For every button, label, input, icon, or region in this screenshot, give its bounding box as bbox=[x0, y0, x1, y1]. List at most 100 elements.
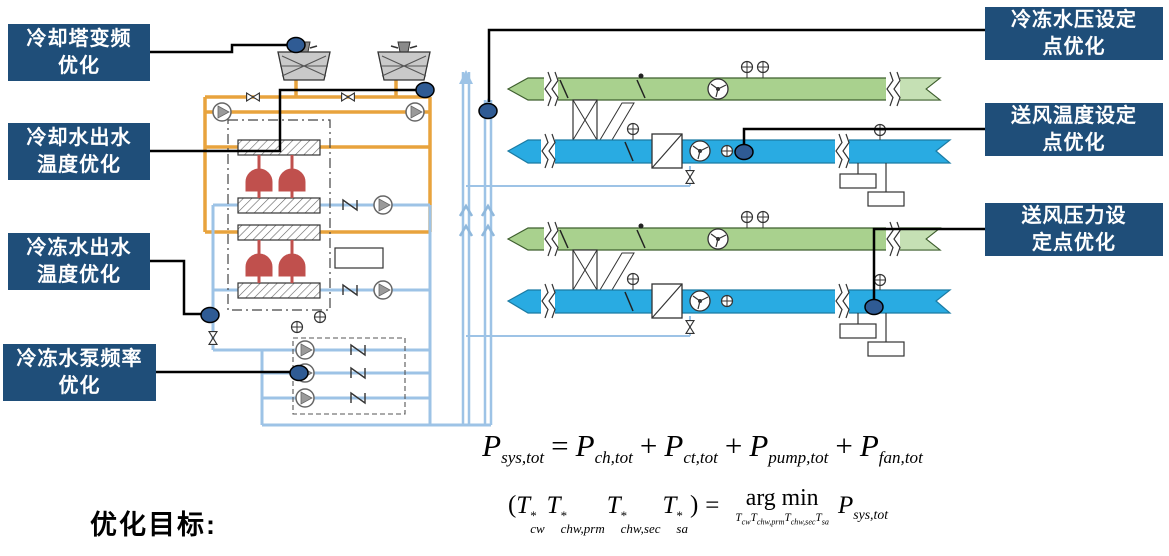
formula-var: T bbox=[662, 491, 677, 519]
formula-var: P bbox=[749, 428, 769, 463]
formula-term: Psys,tot bbox=[482, 428, 544, 467]
formula-operator: + bbox=[724, 428, 743, 463]
callout-dot bbox=[200, 306, 220, 324]
callout-line bbox=[487, 28, 985, 102]
chilled-water-risers bbox=[458, 70, 496, 425]
label-text: 送风压力设 bbox=[1021, 205, 1127, 228]
label-text: 冷冻水压设定 bbox=[1011, 9, 1137, 32]
formula-var: P bbox=[482, 428, 502, 463]
label-text: 点优化 bbox=[1042, 35, 1106, 58]
callout-line bbox=[872, 227, 985, 299]
label-text: 冷冻水泵频率 bbox=[16, 348, 143, 371]
sensor-icon bbox=[290, 320, 304, 334]
label-text: 优化 bbox=[58, 374, 101, 397]
formula-var: P bbox=[837, 491, 854, 519]
formula-sub: cw bbox=[530, 521, 545, 537]
callout-dot bbox=[289, 364, 309, 382]
label-text: 冷冻水出水 bbox=[26, 237, 132, 260]
formula-var: T bbox=[815, 511, 822, 524]
condenser-pump-icon bbox=[405, 102, 425, 122]
chiller-boundary bbox=[227, 119, 331, 311]
condenser-pump-icon bbox=[212, 102, 232, 122]
formula-term: Pct,tot bbox=[664, 428, 717, 467]
label-supply-air-pressure-setpoint-optimization: 送风压力设 定点优化 bbox=[985, 203, 1163, 256]
riser-arrowhead bbox=[459, 70, 473, 84]
formula-sub: cw bbox=[741, 517, 751, 526]
formula-var: T bbox=[546, 491, 561, 519]
secondary-pump-icon bbox=[295, 388, 315, 408]
formula-term: Pch,tot bbox=[576, 428, 633, 467]
label-text: 冷却塔变频 bbox=[26, 28, 132, 51]
condenser-water-loop bbox=[203, 80, 432, 234]
formula-sub: sys,tot bbox=[853, 506, 889, 522]
objective-label: 优化目标: bbox=[90, 510, 217, 540]
primary-pump-icon bbox=[373, 195, 393, 215]
formula-sub: chw,sec bbox=[790, 517, 816, 526]
compressor bbox=[245, 155, 306, 283]
formula-sub: sa bbox=[821, 517, 829, 526]
formula-term: T*chw,prm bbox=[546, 491, 607, 536]
label-chilled-water-pressure-setpoint-optimization: 冷冻水压设定 点优化 bbox=[985, 7, 1163, 60]
formula-supsub: *sa bbox=[676, 509, 688, 536]
formula-operator: + bbox=[835, 428, 853, 463]
valve-icon bbox=[341, 92, 355, 102]
ahu-row-bottom bbox=[466, 212, 950, 357]
argmin-text: arg min bbox=[745, 485, 819, 511]
formula-var: T bbox=[606, 491, 621, 519]
formula-var: T bbox=[516, 491, 531, 519]
formula-var: T bbox=[735, 511, 742, 524]
label-text: 冷却水出水 bbox=[26, 127, 132, 150]
callout-dot bbox=[415, 81, 435, 99]
label-text: 温度优化 bbox=[37, 263, 121, 286]
callout-dot bbox=[864, 298, 884, 316]
formula-supsub: *chw,prm bbox=[561, 509, 605, 536]
callout-dots bbox=[200, 36, 884, 382]
callout-dot bbox=[478, 102, 498, 120]
formula-operator: + bbox=[639, 428, 658, 463]
formula-sub: sys,tot bbox=[501, 448, 545, 468]
controller-box bbox=[334, 247, 384, 269]
formula-sup: * bbox=[560, 507, 568, 523]
formula-sub: ch,tot bbox=[594, 448, 633, 468]
callout-line bbox=[150, 43, 287, 54]
condenser-hx bbox=[237, 224, 321, 241]
formula-sup: * bbox=[530, 507, 537, 523]
formula-operator: = bbox=[551, 428, 569, 463]
primary-pump-icon bbox=[373, 280, 393, 300]
formula-paren: ) bbox=[689, 491, 699, 519]
formula-sub: chw,prm bbox=[560, 521, 605, 537]
callout-line bbox=[150, 259, 201, 316]
formula-sub: sa bbox=[676, 521, 688, 537]
formula-term: Ppump,tot bbox=[749, 428, 828, 467]
label-chilled-water-pump-frequency-optimization: 冷冻水泵频率 优化 bbox=[3, 344, 156, 401]
label-text: 送风温度设定 bbox=[1011, 105, 1137, 128]
label-text: 定点优化 bbox=[1032, 231, 1116, 254]
cooling-tower-icon bbox=[377, 41, 431, 81]
valve-icon bbox=[246, 92, 260, 102]
label-cooling-water-outlet-temp-optimization: 冷却水出水 温度优化 bbox=[8, 123, 150, 180]
callout-line bbox=[742, 127, 985, 144]
formula-operator: = bbox=[705, 491, 720, 519]
secondary-pump-icon bbox=[295, 340, 315, 360]
formula-supsub: *chw,sec bbox=[621, 509, 661, 536]
formula-term: Psys,tot bbox=[837, 491, 889, 522]
sensor-icon bbox=[313, 310, 327, 324]
formula-sup: * bbox=[620, 507, 628, 523]
formula-sub: pump,tot bbox=[768, 448, 829, 468]
formula-sub: chw,sec bbox=[620, 521, 661, 537]
formula-var: P bbox=[859, 428, 879, 463]
formula-supsub: *cw bbox=[530, 509, 544, 536]
ahu-row-top bbox=[466, 62, 950, 207]
label-supply-air-temp-setpoint-optimization: 送风温度设定 点优化 bbox=[985, 103, 1163, 156]
label-cooling-tower-vfd-optimization: 冷却塔变频 优化 bbox=[8, 24, 150, 81]
formula-sub: ct,tot bbox=[683, 448, 718, 468]
formula-var: T bbox=[750, 511, 757, 524]
callout-dot bbox=[286, 36, 306, 54]
label-text: 优化 bbox=[58, 54, 100, 77]
label-chilled-water-outlet-temp-optimization: 冷冻水出水 温度优化 bbox=[8, 233, 150, 290]
formula-term: T*cw bbox=[516, 491, 546, 536]
